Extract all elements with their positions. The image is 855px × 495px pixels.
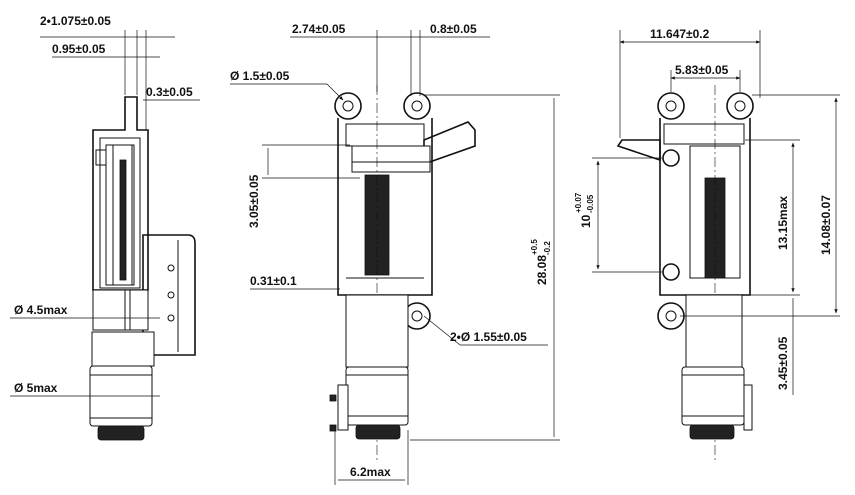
- dim-1315max-label: 13.15max: [776, 196, 790, 250]
- plate-hole-middle: [167, 291, 175, 299]
- back-tab: [616, 139, 661, 162]
- dim-hole-label: 2•Ø 1.55±0.05: [450, 330, 527, 344]
- back-ear-hole-right: [734, 100, 746, 112]
- side-lead-screw: [119, 159, 127, 281]
- front-ear-hole-right: [411, 100, 423, 112]
- side-inner-frame: [105, 144, 135, 286]
- back-terminal-block: [743, 384, 753, 431]
- dim-345-label: 3.45±0.05: [776, 336, 790, 390]
- back-view: [592, 30, 840, 460]
- dim-305-label: 3.05±0.05: [247, 174, 261, 228]
- dim-1408-label: 14.08±0.07: [819, 195, 833, 255]
- dim-10-label: 10: [579, 214, 593, 228]
- front-bottom-ear-hole: [411, 310, 423, 322]
- front-view: [230, 30, 560, 485]
- front-terminal-block: [337, 384, 349, 431]
- dim-width-label: 0.95±0.05: [52, 42, 106, 56]
- dim-62max-label: 6.2max: [350, 465, 391, 479]
- dim-2808-label: 28.08: [535, 255, 549, 285]
- dim-031-label: 0.31±0.1: [250, 274, 297, 288]
- plate-hole-upper: [167, 264, 175, 272]
- dim-08-label: 0.8±0.05: [430, 22, 477, 36]
- front-gearbox: [345, 294, 409, 368]
- back-gearbox: [685, 294, 743, 368]
- back-ear-left: [657, 92, 685, 120]
- dim-pitch-label: 2•1.075±0.05: [40, 14, 111, 28]
- dim-2808-tol-lower: -0.2: [543, 241, 552, 255]
- plate-hole-lower: [167, 314, 175, 322]
- front-ear-right: [403, 92, 431, 120]
- front-terminal-lower: [329, 424, 337, 432]
- dim-thickness-label: 0.3±0.05: [146, 85, 193, 99]
- back-mount-hole-lower: [662, 263, 680, 281]
- front-motor-endcap: [355, 424, 401, 440]
- dim-274-label: 2.74±0.05: [292, 22, 346, 36]
- side-view: [10, 30, 200, 441]
- side-motor-upper: [91, 331, 155, 367]
- back-motor-endcap: [689, 424, 735, 440]
- front-carriage: [351, 145, 431, 173]
- dia-45max-label: Ø 4.5max: [14, 303, 68, 317]
- dia-5max-label: Ø 5max: [14, 381, 58, 395]
- back-ear-right: [726, 92, 754, 120]
- front-terminal-upper: [329, 394, 337, 402]
- dia-15-label: Ø 1.5±0.05: [230, 69, 290, 83]
- side-gearbox: [92, 289, 149, 331]
- back-top-block: [663, 123, 745, 145]
- front-ear-left: [334, 92, 362, 120]
- side-motor-endcap: [97, 425, 145, 441]
- back-ear-hole-left: [665, 100, 677, 112]
- dim-10-tol-upper: +0.07: [574, 192, 583, 213]
- front-ear-hole-left: [342, 100, 354, 112]
- back-ear-hole-bottom: [665, 310, 677, 322]
- dim-583-label: 5.83±0.05: [675, 63, 729, 77]
- dim-11647-label: 11.647±0.2: [650, 27, 710, 41]
- dim-10-tol-lower: -0.05: [586, 194, 595, 213]
- front-top-nut: [345, 123, 425, 147]
- dim-2808-tol-upper: +0.5: [530, 239, 539, 255]
- side-mount-plate: [142, 234, 196, 356]
- back-mount-hole-upper: [662, 149, 680, 167]
